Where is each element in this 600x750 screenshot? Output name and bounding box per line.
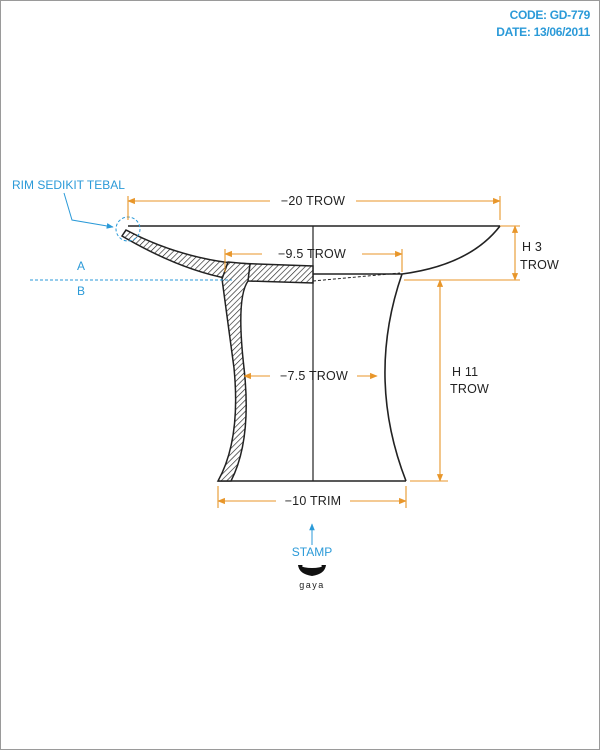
vessel-section	[120, 229, 314, 482]
height-body-label-line1: H 11	[452, 365, 478, 379]
base-diameter-label: −10 TRIM	[285, 494, 342, 508]
rim-callout: RIM SEDIKIT TEBAL	[12, 178, 141, 242]
top-diameter-label: −20 TROW	[281, 194, 345, 208]
bowl-wall-section	[120, 229, 314, 284]
stem-profile-right	[384, 273, 407, 482]
stamp-callout: STAMP gaya	[292, 523, 332, 590]
stamp-bowl-icon	[298, 565, 326, 576]
rim-note-label: RIM SEDIKIT TEBAL	[12, 178, 125, 192]
bowl-outer-right	[401, 225, 501, 275]
drawing-date: DATE: 13/06/2011	[496, 25, 590, 39]
height-top-label-line2: TROW	[520, 258, 559, 272]
stamp-label: STAMP	[292, 545, 332, 559]
rim-leader-line	[63, 192, 114, 229]
inner-dashed-line	[312, 272, 401, 282]
waist-diameter-label: −7.5 TROW	[280, 369, 348, 383]
section-label-b: B	[77, 284, 85, 298]
section-label-a: A	[77, 259, 85, 273]
stamp-bowl-opening	[302, 564, 322, 568]
stem-wall-section	[216, 261, 251, 482]
height-body-label-line2: TROW	[450, 382, 489, 396]
height-top-label-line1: H 3	[522, 240, 542, 254]
dimension-labels: −20 TROW −9.5 TROW −7.5 TROW −10 TRIM H …	[278, 194, 559, 508]
inner-diameter-label: −9.5 TROW	[278, 247, 346, 261]
section-cut: A B	[30, 259, 232, 298]
dimensions	[127, 196, 520, 508]
stamp-logo: gaya	[298, 564, 326, 590]
drawing-code: CODE: GD-779	[509, 8, 591, 22]
stamp-mark-text: gaya	[299, 580, 325, 590]
